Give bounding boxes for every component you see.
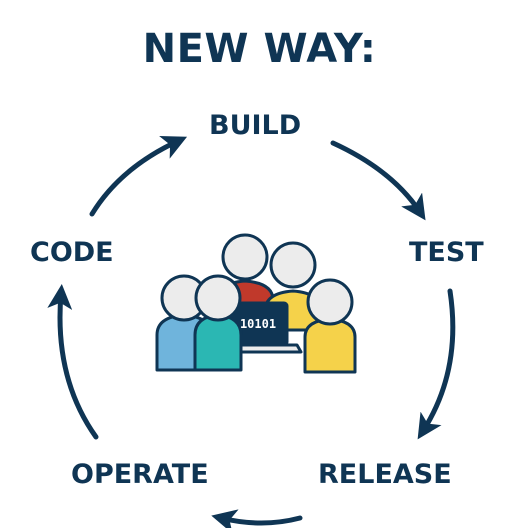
stage-label-release: RELEASE xyxy=(318,459,452,490)
stage-label-operate: OPERATE xyxy=(71,459,209,490)
arrow-test-to-release xyxy=(417,288,456,440)
person-teal-icon xyxy=(193,274,243,372)
diagram-title: NEW WAY: xyxy=(142,26,377,72)
team-illustration: 10101 xyxy=(155,233,357,374)
arrow-release-to-operate xyxy=(211,509,303,528)
arrow-code-to-build xyxy=(89,136,188,217)
stage-label-test: TEST xyxy=(409,237,484,268)
arrow-build-to-test xyxy=(330,140,426,221)
person-yellow-front-icon xyxy=(303,278,357,374)
laptop-screen-text: 10101 xyxy=(240,317,276,331)
stage-label-code: CODE xyxy=(30,237,114,268)
stage-label-build: BUILD xyxy=(209,110,302,141)
arrow-operate-to-code xyxy=(47,284,99,440)
